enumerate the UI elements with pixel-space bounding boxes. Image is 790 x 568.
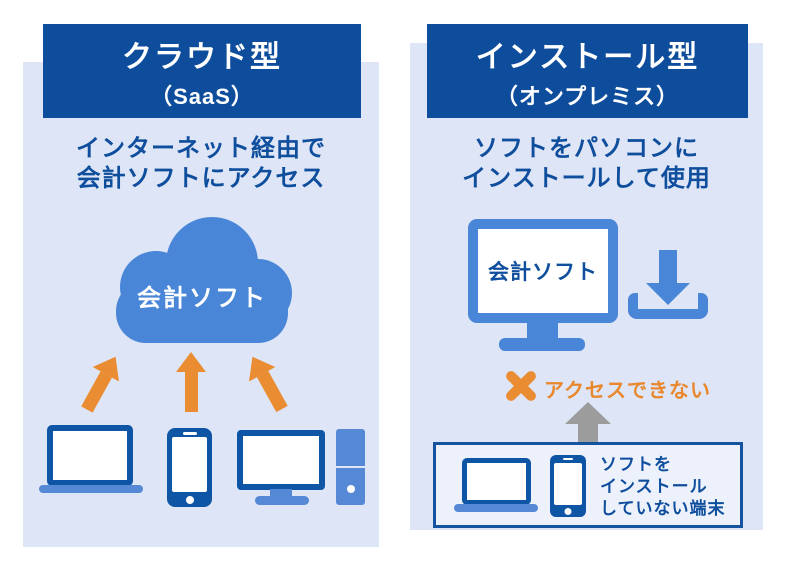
pc-tower-icon [336,429,365,505]
monitor-neck [270,489,292,497]
cross-icon [502,367,540,405]
arrow-shaft [184,372,198,412]
gray-up-arrow-icon [565,402,611,443]
pc-monitor-icon: 会計ソフト [468,219,618,323]
arrow-head [176,352,206,372]
cloud-icon [116,217,292,343]
device-box-text: ソフトを インストール していない端末 [600,454,726,520]
cloud-type-title: クラウド型 [122,40,282,74]
box-laptop-icon [462,458,531,505]
download-arrow-shaft [659,250,677,285]
device-box-line2: インストール [600,477,708,496]
cloud-software-label: 会計ソフト [137,285,267,312]
phone-screen [172,437,207,492]
arrow-shaft [578,424,598,443]
pc-monitor-neck [527,322,558,339]
laptop-icon [47,425,133,486]
download-arrow-head [646,283,690,305]
cloud-type-description: インターネット経由で 会計ソフトにアクセス [23,134,379,194]
box-smartphone-icon [550,455,586,517]
pc-monitor-stand [499,338,585,351]
device-box-line1: ソフトを [600,455,672,474]
cloud-type-header: クラウド型 （SaaS） [43,24,361,118]
desktop-monitor-icon [237,430,325,490]
install-type-description: ソフトをパソコンに インストールして使用 [410,134,763,194]
phone-home-button [185,496,194,504]
tower-divider [336,466,365,468]
phone-home-button [564,508,572,515]
device-box-line3: していない端末 [600,499,726,518]
phone-screen [554,463,582,505]
cloud-description-line2: 会計ソフトにアクセス [76,165,326,192]
install-type-header: インストール型 （オンプレミス） [427,24,748,118]
smartphone-icon [167,428,212,507]
upload-arrow-middle-icon [176,352,206,412]
install-description-line1: ソフトをパソコンに [474,135,699,162]
monitor-software-label: 会計ソフト [488,261,598,284]
phone-speaker [563,458,573,460]
cloud-description-line1: インターネット経由で [76,135,326,162]
arrow-head [565,402,611,424]
install-type-title: インストール型 [475,40,700,74]
install-type-subtitle: （オンプレミス） [495,83,680,109]
install-description-line2: インストールして使用 [462,165,711,192]
tower-button [346,485,355,493]
download-icon [628,250,708,320]
cloud-type-subtitle: （SaaS） [150,83,254,109]
no-access-label: アクセスできない [544,380,711,402]
phone-speaker [182,432,197,435]
monitor-stand [255,496,309,505]
box-laptop-base [454,504,538,512]
download-tray [628,293,708,319]
laptop-base [39,485,143,493]
